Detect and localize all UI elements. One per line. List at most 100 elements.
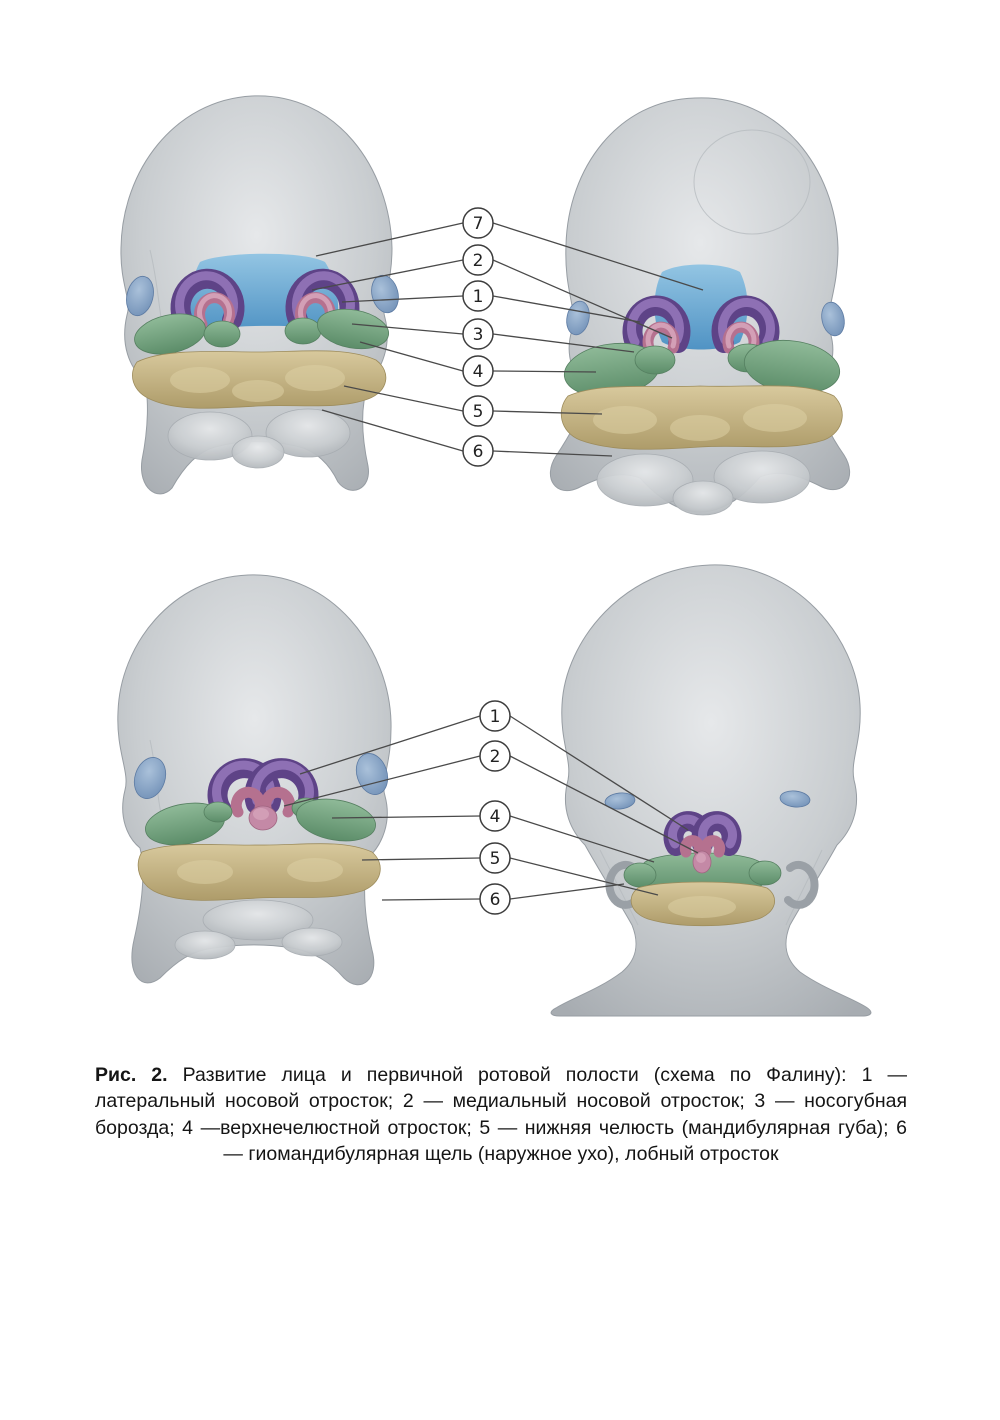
- maxillary-processes: [134, 308, 390, 355]
- callout-circle: [462, 435, 494, 467]
- lateral-nasal-process-right: [711, 295, 780, 355]
- leader-line: [381, 898, 481, 901]
- eye-right: [779, 790, 811, 808]
- mandibular-arch: [137, 843, 381, 901]
- callout-number: 2: [473, 251, 484, 271]
- eye-right: [355, 753, 389, 795]
- leader-line: [509, 755, 699, 854]
- callout-bottom-0: 1: [479, 700, 511, 732]
- outer-ear-right: [784, 860, 819, 909]
- callout-circle: [462, 207, 494, 239]
- leader-line: [299, 715, 481, 775]
- hyoid-arch-lumps: [167, 408, 351, 469]
- leader-line: [492, 295, 641, 323]
- leader-line: [509, 857, 659, 896]
- callout-top-2: 1: [462, 280, 494, 312]
- callout-circle: [479, 740, 511, 772]
- callout-number: 4: [490, 807, 501, 827]
- callout-number: 1: [473, 287, 484, 307]
- eye-left: [133, 757, 167, 799]
- leader-line: [311, 259, 464, 291]
- callout-circle: [479, 700, 511, 732]
- leader-line: [315, 222, 464, 257]
- callout-number: 7: [473, 214, 484, 234]
- callouts-top: 7 2 1 3 4 5 6: [462, 207, 494, 467]
- embryo-head-stage2: [550, 97, 850, 516]
- leader-line: [492, 410, 603, 415]
- leader-line: [509, 715, 689, 831]
- lateral-nasal-process-right: [285, 268, 360, 332]
- leader-line: [283, 755, 481, 807]
- medial-nasal-process-right: [722, 321, 760, 356]
- callout-circle: [479, 883, 511, 915]
- leader-line: [509, 883, 625, 900]
- callouts-bottom: 1 2 4 5 6: [479, 700, 511, 915]
- lateral-nasal-process-left: [622, 295, 691, 355]
- maxillary-processes: [145, 797, 376, 846]
- callout-number: 5: [473, 402, 484, 422]
- leader-line: [343, 385, 464, 412]
- medial-nasal-process: [230, 786, 296, 831]
- callout-circle: [462, 280, 494, 312]
- callout-top-6: 6: [462, 435, 494, 467]
- lower-jaw-lumps: [174, 899, 343, 960]
- medial-nasal-process: [679, 835, 726, 874]
- callout-number: 5: [490, 849, 501, 869]
- eye-right: [821, 301, 845, 337]
- leader-line: [331, 815, 481, 819]
- callout-circle: [462, 244, 494, 276]
- mandibular-arch: [560, 385, 843, 450]
- hyoid-arch-lumps: [596, 450, 811, 516]
- callout-top-1: 2: [462, 244, 494, 276]
- leader-lines-bottom: [283, 715, 699, 901]
- callout-bottom-2: 4: [479, 800, 511, 832]
- leader-line: [492, 450, 613, 457]
- embryo-head-stage1: [120, 95, 399, 495]
- head-silhouette: [550, 564, 872, 1017]
- callout-circle: [479, 842, 511, 874]
- eye-left: [604, 792, 636, 810]
- callout-number: 4: [473, 362, 484, 382]
- eye-left: [126, 275, 154, 317]
- callout-number: 1: [490, 707, 501, 727]
- lateral-nasal-process-left: [170, 268, 245, 332]
- leader-lines-top: [311, 222, 704, 457]
- callout-circle: [479, 800, 511, 832]
- callout-number: 3: [473, 325, 484, 345]
- leader-line: [492, 333, 635, 353]
- maxillary-processes: [563, 340, 841, 397]
- leader-line: [492, 222, 704, 291]
- eye-right: [371, 274, 399, 314]
- callout-number: 6: [490, 890, 501, 910]
- leader-line: [361, 857, 481, 861]
- medial-nasal-process-left: [194, 292, 235, 330]
- callout-bottom-1: 2: [479, 740, 511, 772]
- callout-circle: [462, 395, 494, 427]
- callout-number: 2: [490, 747, 501, 767]
- leader-line: [492, 259, 673, 339]
- lateral-nasal-process-right: [691, 811, 742, 856]
- callout-bottom-3: 5: [479, 842, 511, 874]
- leader-line: [359, 341, 464, 372]
- leader-line: [351, 323, 464, 335]
- leader-line: [492, 370, 597, 373]
- callout-top-4: 4: [462, 355, 494, 387]
- figure-caption-text: Развитие лица и первичной ротовой полост…: [95, 1063, 908, 1166]
- callout-number: 6: [473, 442, 484, 462]
- callout-circle: [462, 355, 494, 387]
- mandibular-arch: [132, 350, 387, 409]
- leader-line: [509, 815, 655, 863]
- jaw-crease-right: [785, 849, 823, 926]
- callout-circle: [462, 318, 494, 350]
- figure-caption-label: Рис. 2.: [95, 1063, 168, 1086]
- embryo-head-stage4: [550, 564, 872, 1017]
- callout-top-3: 3: [462, 318, 494, 350]
- callout-top-5: 5: [462, 395, 494, 427]
- cranial-lobe-contour: [693, 129, 811, 235]
- callout-top-0: 7: [462, 207, 494, 239]
- leader-line: [341, 295, 464, 303]
- mandibular-lip: [630, 881, 776, 927]
- callout-bottom-4: 6: [479, 883, 511, 915]
- jaw-crease-left: [599, 849, 639, 926]
